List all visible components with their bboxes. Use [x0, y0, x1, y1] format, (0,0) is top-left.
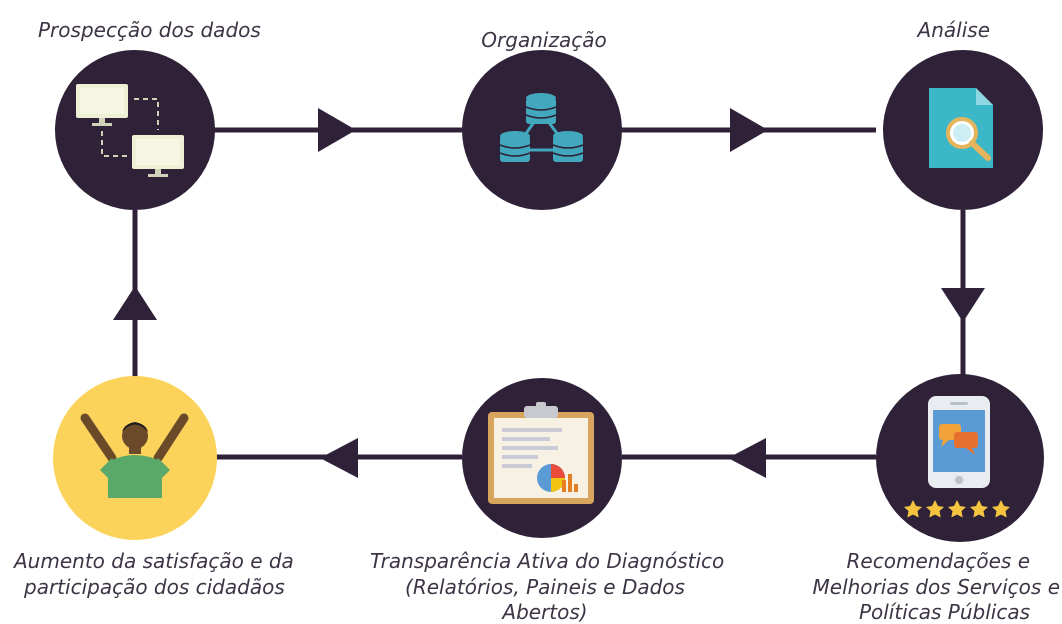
label-recomendacoes-3: Políticas Públicas: [858, 600, 1030, 624]
label-aumento-1: Aumento da satisfação e da: [14, 549, 294, 573]
label-transparencia-2: (Relatórios, Paineis e Dados: [405, 575, 685, 599]
arrowheads: [113, 108, 985, 478]
node-prospeccao: [55, 50, 215, 210]
label-recomendacoes-1: Recomendações e: [846, 549, 1030, 573]
label-aumento-2: participação dos cidadãos: [24, 575, 285, 599]
database-network-icon: [499, 93, 584, 162]
smartphone-chat-rating-icon: [904, 396, 1010, 518]
clipboard-report-icon: [488, 402, 594, 504]
node-aumento: [53, 376, 217, 540]
arrow-right-2: [730, 108, 768, 152]
monitors-network-icon: [76, 84, 184, 177]
arrow-up: [113, 286, 157, 320]
arrow-left-1: [728, 438, 766, 478]
label-analise: Análise: [917, 18, 990, 42]
arrow-down: [941, 288, 985, 322]
node-organizacao: [462, 50, 622, 210]
label-prospeccao: Prospecção dos dados: [38, 18, 261, 42]
node-transparencia: [462, 378, 622, 538]
node-analise: [883, 50, 1043, 210]
node-recomendacoes: [876, 374, 1044, 542]
label-transparencia-1: Transparência Ativa do Diagnóstico: [370, 549, 725, 573]
label-recomendacoes-2: Melhorias dos Serviços e: [812, 575, 1060, 599]
document-search-icon: [929, 88, 993, 168]
label-transparencia-3: Abertos): [502, 600, 588, 624]
arrow-left-2: [320, 438, 358, 478]
label-organizacao: Organização: [481, 28, 607, 52]
arrow-right-1: [318, 108, 356, 152]
rating-stars: [904, 500, 1010, 518]
celebrating-person-icon: [80, 413, 189, 498]
